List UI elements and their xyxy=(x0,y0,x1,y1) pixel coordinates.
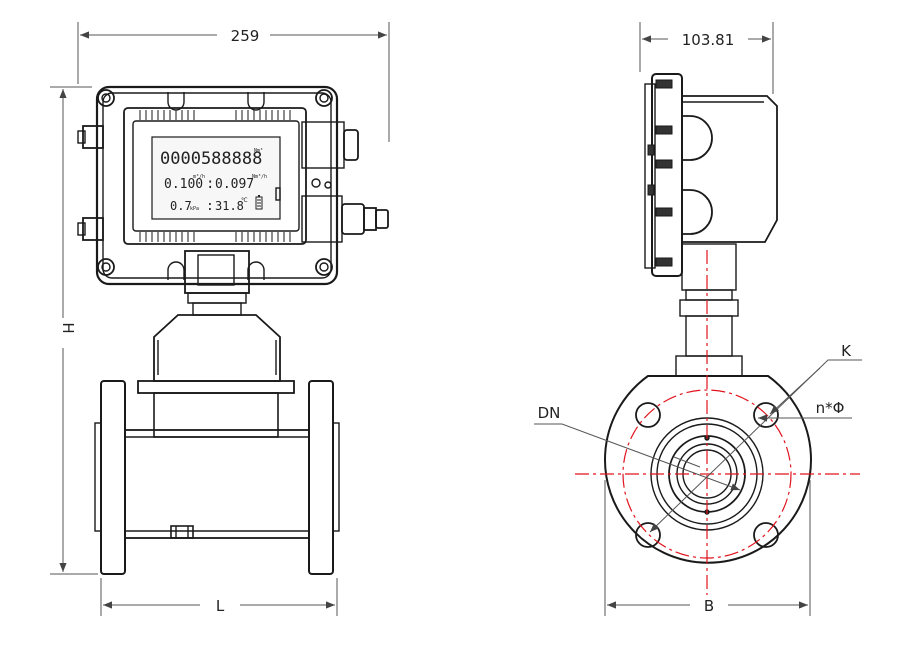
side-view xyxy=(604,73,812,564)
centerlines xyxy=(575,250,860,595)
lcd-temperature-unit: ℃ xyxy=(241,197,248,204)
bolt-holes xyxy=(635,402,779,548)
dim-k-label: K xyxy=(841,342,852,360)
dimension-lines xyxy=(50,22,862,616)
lcd-flow-right-unit: Nm³/h xyxy=(252,174,267,180)
lcd-total: 0000588888 xyxy=(160,149,262,169)
lcd-pressure-unit: kPa xyxy=(190,206,199,212)
lcd-flow-left: 0.100 xyxy=(164,177,203,192)
dim-depth-label: 103.81 xyxy=(682,31,735,49)
lcd-separator-2: : xyxy=(206,199,214,214)
lcd-separator-1: : xyxy=(206,176,214,192)
front-view xyxy=(77,85,389,575)
corner-bolts xyxy=(97,89,333,276)
dim-holes-label: n*Φ xyxy=(816,399,845,417)
lcd-total-unit: Nm³ xyxy=(254,148,263,154)
lcd-flow-right: 0.097 xyxy=(215,177,254,192)
dim-width-label: 259 xyxy=(231,27,260,45)
dim-height-label: H xyxy=(59,322,77,333)
dim-length-label: L xyxy=(216,597,225,615)
lcd-screen: 0000588888 Nm³ 0.100 m³/h : 0.097 Nm³/h … xyxy=(160,148,267,214)
lcd-temperature: 31.8 xyxy=(215,199,244,213)
dim-dn-label: DN xyxy=(538,404,561,422)
dim-flange-label: B xyxy=(704,597,714,615)
lcd-flow-left-unit: m³/h xyxy=(193,174,205,180)
lcd-pressure: 0.7 xyxy=(170,199,192,213)
bezel-ribs xyxy=(139,110,291,242)
